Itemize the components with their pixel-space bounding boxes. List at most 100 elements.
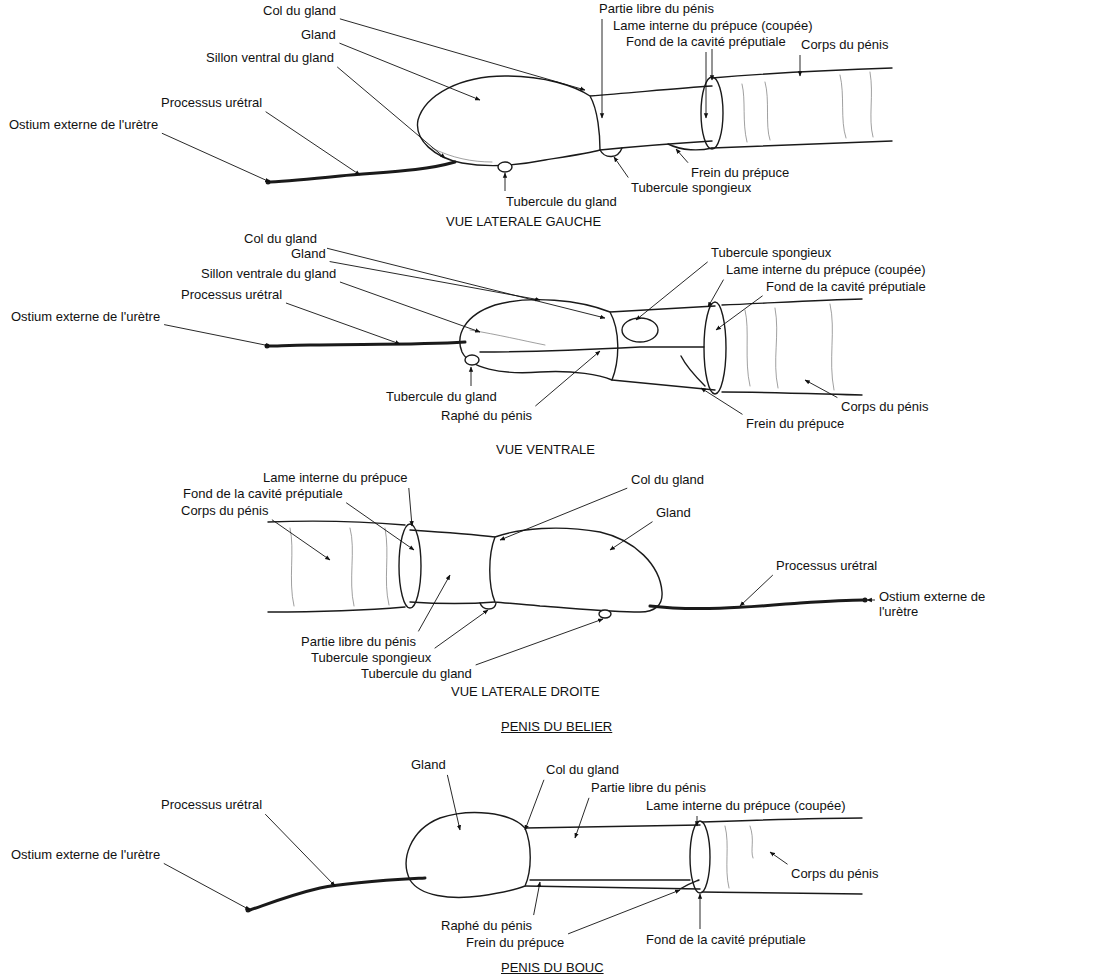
goat-view xyxy=(246,813,863,913)
body-outline xyxy=(712,141,892,148)
part-label: Fond de la cavité préputiale xyxy=(625,34,787,49)
part-label: Ostium externe de l'urètre xyxy=(878,589,1002,619)
penile-raphe xyxy=(480,347,704,352)
leader-line xyxy=(701,388,742,414)
skin-folds xyxy=(725,826,753,888)
spongy-tubercle xyxy=(480,603,496,609)
leader-line xyxy=(346,503,414,550)
leader-line xyxy=(740,575,773,606)
leader-line xyxy=(676,149,688,163)
cut-prepuce-ring xyxy=(690,821,710,893)
glans-outline xyxy=(460,300,618,380)
glans-outline xyxy=(406,813,530,898)
urethral-ostium xyxy=(863,598,868,603)
part-label: Ostium externe de l'urètre xyxy=(10,847,161,862)
part-label: Partie libre du pénis xyxy=(300,634,417,649)
preputial-frenulum xyxy=(668,144,712,150)
leader-line xyxy=(500,488,627,540)
part-label: Processus urétral xyxy=(160,95,263,110)
cut-prepuce-ring xyxy=(701,77,723,149)
part-label: Gland xyxy=(410,757,447,772)
body-outline xyxy=(722,392,862,395)
free-part-outline xyxy=(410,602,495,604)
leader-line xyxy=(321,247,605,318)
part-label: Tubercule spongieux xyxy=(310,650,432,665)
leader-line xyxy=(614,157,628,178)
leader-line xyxy=(535,351,600,406)
ventral-groove xyxy=(470,330,545,345)
spongy-tubercle xyxy=(622,318,658,342)
leader-line xyxy=(435,610,488,648)
part-label: Processus urétral xyxy=(775,558,878,573)
free-part-outline xyxy=(610,306,715,312)
part-label: Ostium externe de l'urètre xyxy=(8,117,159,132)
part-label: Partie libre du pénis xyxy=(598,1,715,16)
view-caption: VUE VENTRALE xyxy=(495,442,596,457)
leader-line xyxy=(340,19,585,90)
part-label: Lame interne du prépuce (coupée) xyxy=(645,798,846,813)
glans-tubercle xyxy=(498,162,512,172)
part-label: Corps du pénis xyxy=(840,399,929,414)
part-label: Frein du prépuce xyxy=(465,935,565,950)
free-part-outline xyxy=(410,530,495,537)
urethral-process xyxy=(268,342,465,346)
free-part-outline xyxy=(525,825,700,828)
part-label: Frein du prépuce xyxy=(690,165,790,180)
leader-line xyxy=(266,112,360,175)
part-label: Tubercule spongieux xyxy=(710,245,832,260)
ram-ventral-view xyxy=(265,299,863,395)
spongy-tubercle xyxy=(600,148,622,157)
view-caption: VUE LATERALE GAUCHE xyxy=(445,214,602,229)
leader-line xyxy=(339,43,480,100)
preputial-frenulum xyxy=(680,880,699,889)
part-label: Sillon ventrale du gland xyxy=(200,266,337,281)
view-caption: VUE LATERALE DROITE xyxy=(450,684,601,699)
leader-line xyxy=(418,575,450,631)
section-title: PENIS DU BOUC xyxy=(500,960,605,975)
part-label: Fond de la cavité préputiale xyxy=(182,486,344,501)
leader-line xyxy=(636,262,708,320)
leader-line xyxy=(337,67,445,158)
part-label: Col du gland xyxy=(545,762,620,777)
part-label: Tubercule du gland xyxy=(505,194,618,209)
part-label: Col du gland xyxy=(630,472,705,487)
leader-line xyxy=(525,780,544,830)
part-label: Frein du prépuce xyxy=(745,416,845,431)
part-label: Processus urétral xyxy=(160,797,263,812)
leader-line xyxy=(162,133,270,182)
part-label: Sillon ventral du gland xyxy=(205,50,335,65)
body-outline xyxy=(722,299,862,305)
cut-prepuce-ring xyxy=(704,302,726,394)
leader-line xyxy=(409,488,412,526)
body-outline xyxy=(702,818,862,822)
urethral-process xyxy=(270,162,455,182)
leader-line xyxy=(770,852,788,864)
part-label: Tubercule du gland xyxy=(360,666,473,681)
leader-line xyxy=(476,619,603,665)
skin-folds xyxy=(290,528,389,606)
leader-line xyxy=(697,816,698,826)
part-label: Lame interne du prépuce (coupée) xyxy=(725,262,926,277)
body-outline xyxy=(268,521,405,525)
part-label: Corps du pénis xyxy=(800,37,889,52)
leader-line xyxy=(164,863,250,910)
part-label: Fond de la cavité préputiale xyxy=(765,279,927,294)
leader-line xyxy=(575,798,589,838)
part-label: Gland xyxy=(300,27,337,42)
leader-line xyxy=(706,52,707,118)
leader-line xyxy=(164,325,270,346)
urethral-process xyxy=(250,878,425,910)
part-label: Col du gland xyxy=(243,231,318,246)
body-outline xyxy=(268,607,405,612)
cut-prepuce-ring xyxy=(399,524,421,608)
leader-line xyxy=(805,380,837,398)
part-label: Processus urétral xyxy=(180,287,283,302)
body-outline xyxy=(702,892,862,894)
leader-line xyxy=(568,890,680,934)
leader-line xyxy=(286,303,400,344)
leader-line xyxy=(610,522,653,550)
part-label: Ostium externe de l'urètre xyxy=(10,309,161,324)
